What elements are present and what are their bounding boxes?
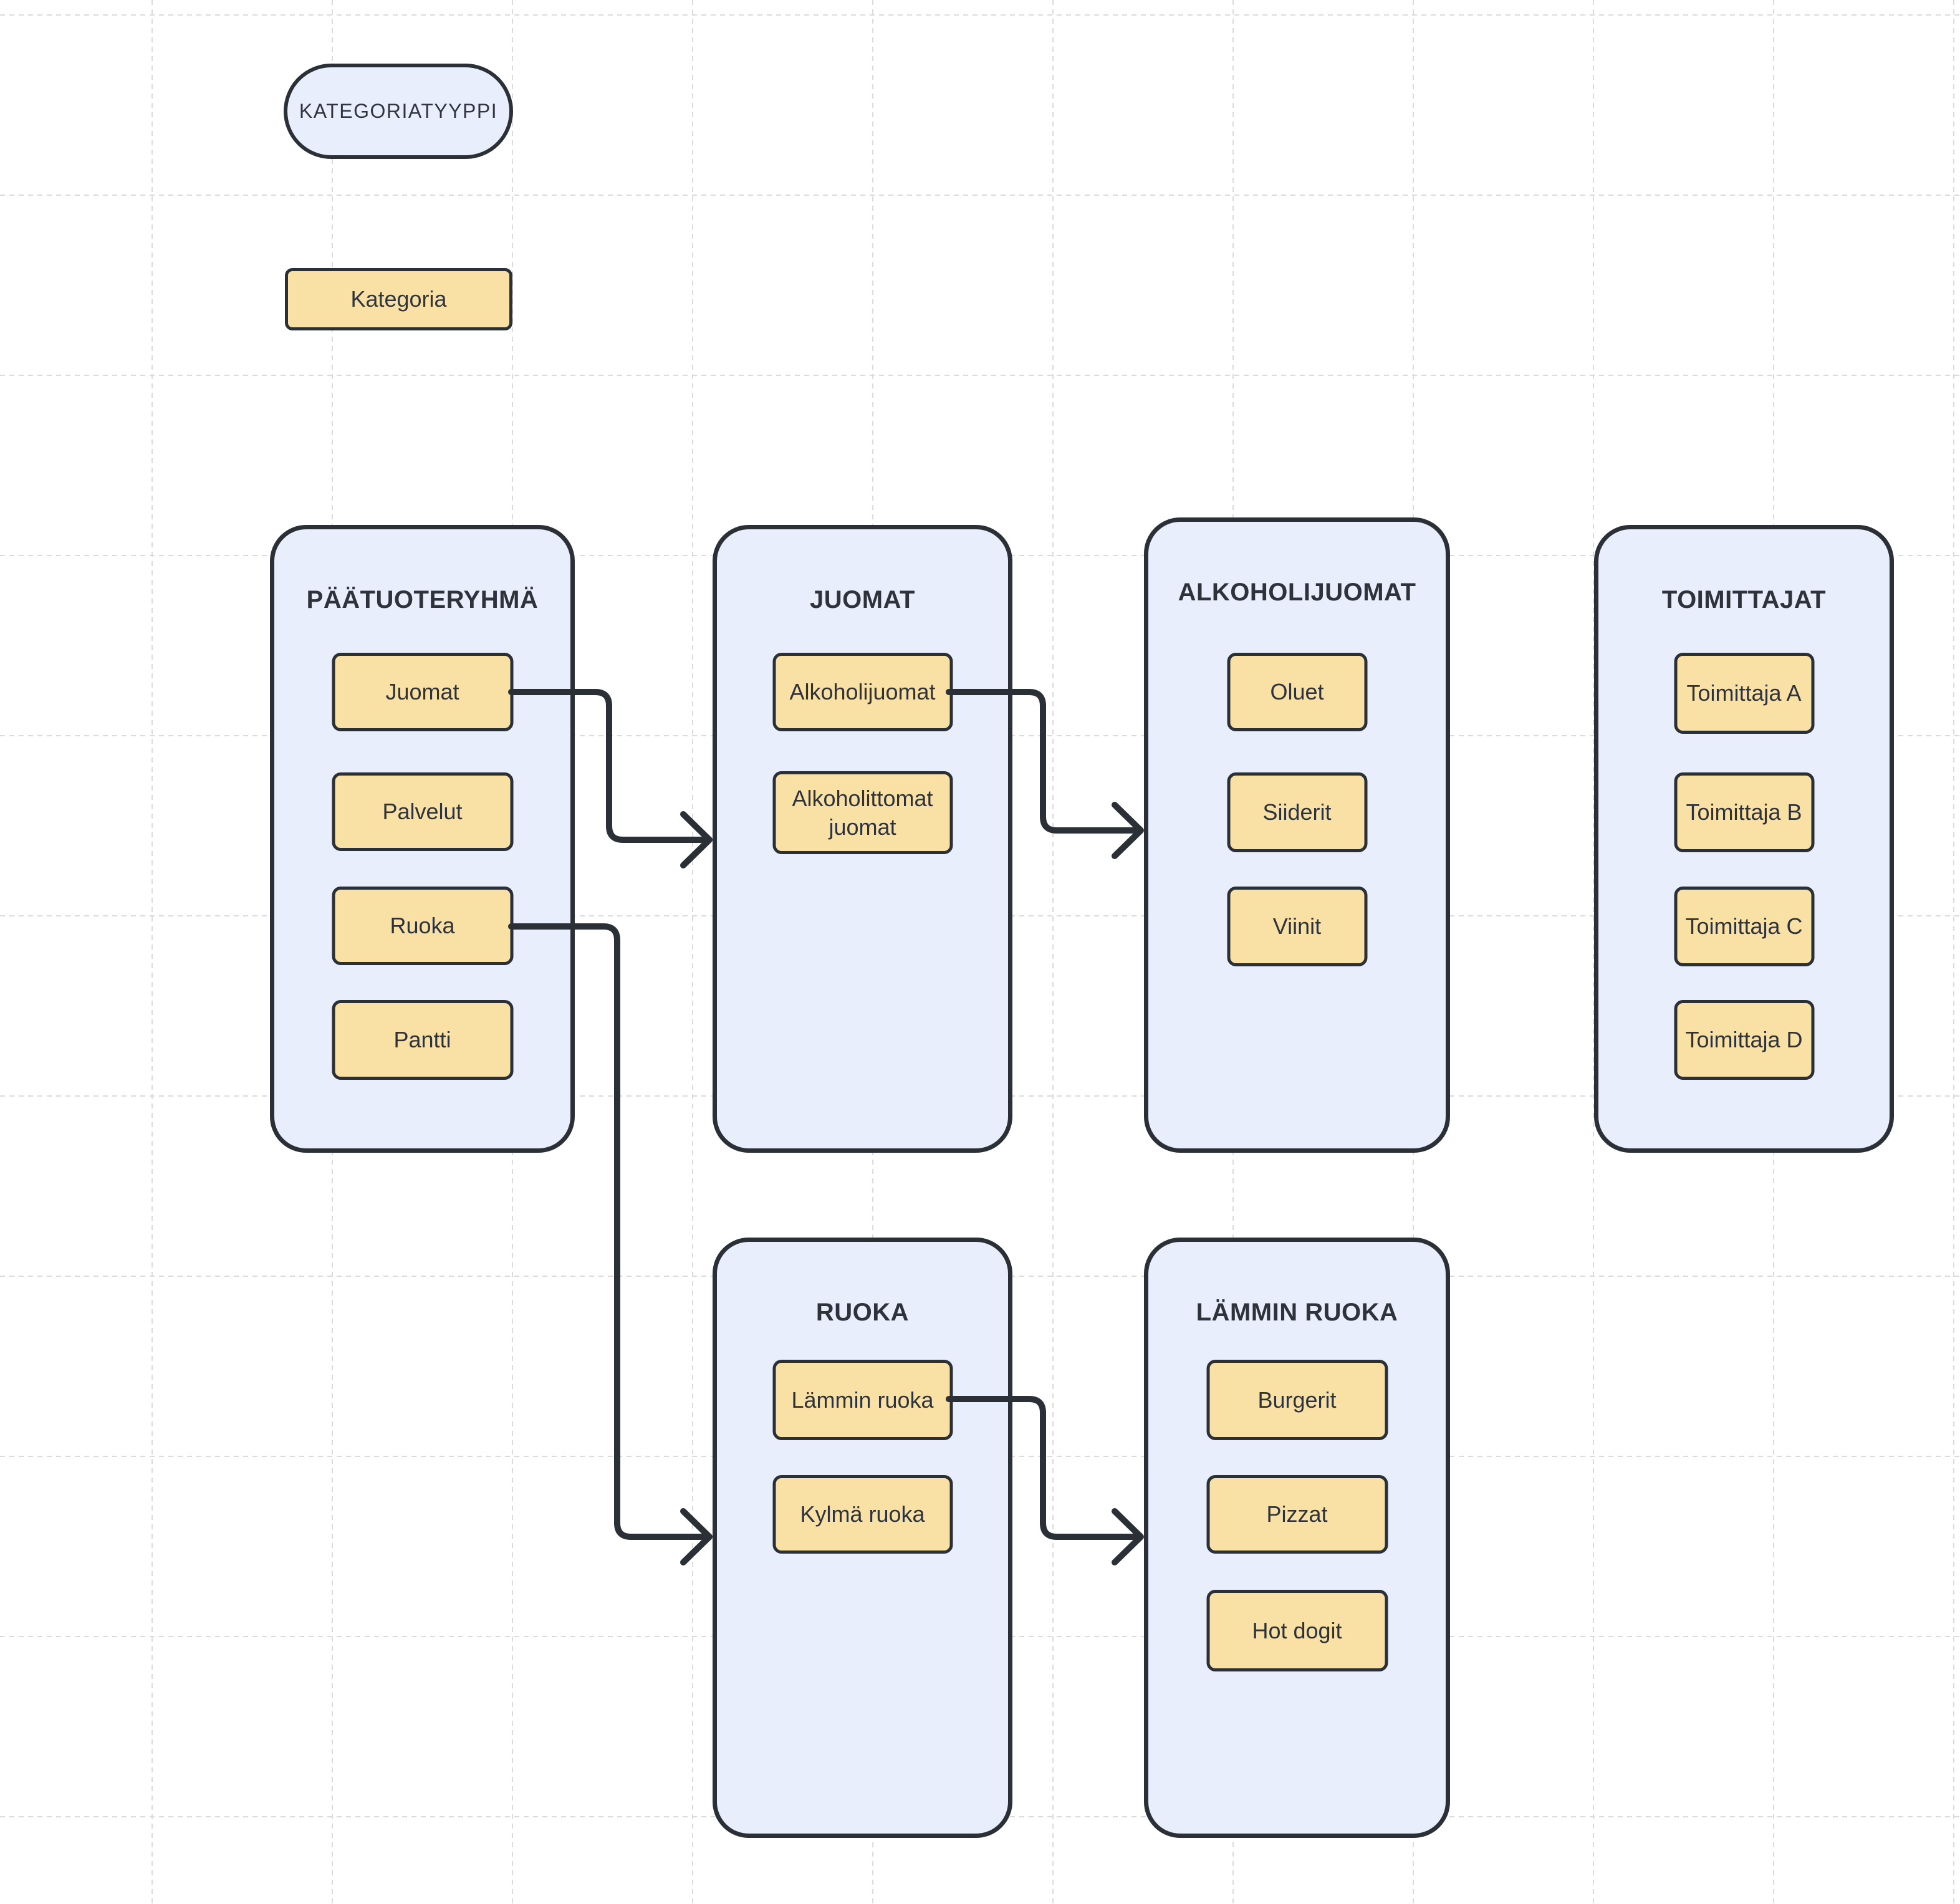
item-palvelut[interactable]: Palvelut [332, 772, 513, 851]
item-kylma-ruoka[interactable]: Kylmä ruoka [772, 1475, 953, 1554]
item-ruoka[interactable]: Ruoka [332, 887, 513, 965]
item-toimittaja-b[interactable]: Toimittaja B [1674, 772, 1814, 852]
group-title: LÄMMIN RUOKA [1196, 1298, 1398, 1326]
item-toimittaja-c[interactable]: Toimittaja C [1674, 887, 1814, 966]
group-lammin-ruoka[interactable]: LÄMMIN RUOKA Burgerit Pizzat Hot dogit [1144, 1238, 1450, 1838]
legend-category-label: Kategoria [350, 286, 447, 312]
item-alkoholijuomat[interactable]: Alkoholijuomat [772, 653, 953, 731]
item-pizzat[interactable]: Pizzat [1206, 1475, 1388, 1554]
group-alkoholijuomat[interactable]: ALKOHOLIJUOMAT Oluet Siiderit Viinit [1144, 517, 1450, 1153]
item-alkoholittomat-juomat[interactable]: Alkoholittomat juomat [772, 771, 953, 854]
group-title: PÄÄTUOTERYHMÄ [306, 585, 539, 613]
item-oluet[interactable]: Oluet [1227, 653, 1367, 731]
legend-category-type-label: KATEGORIATYYPPI [299, 100, 498, 122]
item-hot-dogit[interactable]: Hot dogit [1206, 1590, 1388, 1671]
group-paatuoteryhma[interactable]: PÄÄTUOTERYHMÄ Juomat Palvelut Ruoka Pant… [270, 525, 575, 1153]
item-viinit[interactable]: Viinit [1227, 887, 1367, 966]
group-title: TOIMITTAJAT [1661, 585, 1827, 613]
item-burgerit[interactable]: Burgerit [1206, 1360, 1388, 1440]
group-title: ALKOHOLIJUOMAT [1178, 578, 1416, 606]
group-title: RUOKA [815, 1298, 910, 1326]
item-juomat[interactable]: Juomat [332, 653, 513, 731]
group-toimittajat[interactable]: TOIMITTAJAT Toimittaja A Toimittaja B To… [1594, 525, 1894, 1153]
legend-category-box[interactable]: Kategoria [285, 268, 512, 330]
group-juomat[interactable]: JUOMAT Alkoholijuomat Alkoholittomat juo… [713, 525, 1012, 1153]
group-title: JUOMAT [810, 585, 915, 613]
item-lammin-ruoka[interactable]: Lämmin ruoka [772, 1360, 953, 1440]
legend-category-type-pill[interactable]: KATEGORIATYYPPI [284, 64, 513, 159]
item-pantti[interactable]: Pantti [332, 1000, 513, 1080]
group-ruoka[interactable]: RUOKA Lämmin ruoka Kylmä ruoka [713, 1238, 1012, 1838]
item-toimittaja-d[interactable]: Toimittaja D [1674, 1000, 1814, 1080]
item-siiderit[interactable]: Siiderit [1227, 772, 1367, 852]
item-toimittaja-a[interactable]: Toimittaja A [1674, 653, 1814, 734]
